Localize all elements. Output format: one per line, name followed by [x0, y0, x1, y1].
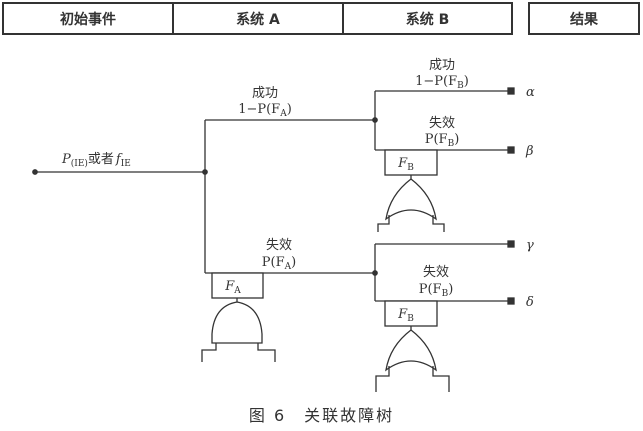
b-success-prob: 1−P(FB): [415, 74, 469, 91]
a-failure-prob: P(FA): [262, 255, 296, 272]
outcome-delta-marker: [507, 297, 515, 305]
header-label: 结果: [570, 11, 598, 28]
header-label: 初始事件: [60, 11, 116, 28]
outcome-alpha-label: α: [526, 85, 535, 100]
b-upper-failure-prob: P(FB): [425, 132, 460, 149]
or-gate-upper-icon: [385, 178, 437, 221]
outcome-delta-label: δ: [526, 295, 534, 310]
header-result: 结果: [528, 2, 640, 35]
gate-fa-box: [211, 272, 264, 299]
a-success-label: 成功: [252, 86, 278, 101]
b-lower-failure-label: 失效: [423, 265, 449, 280]
a-success-prob: 1−P(FA): [238, 102, 292, 119]
or-gate-lower-icon: [385, 329, 437, 372]
or-gate-upper-inputs: [377, 215, 445, 232]
start-node: [32, 169, 38, 175]
header-label: 系统 B: [405, 11, 450, 28]
b-success-label: 成功: [429, 58, 455, 73]
outcome-gamma-label: γ: [526, 238, 534, 253]
or-gate-lower-inputs: [375, 366, 450, 392]
b-lower-failure-prob: P(FB): [419, 282, 454, 299]
a-failure-label: 失效: [266, 238, 292, 253]
outcome-beta-label: β: [525, 144, 534, 159]
gate-fb-upper-box: [384, 149, 438, 176]
outcome-beta-marker: [507, 146, 515, 154]
header-label: 系统 A: [236, 11, 280, 28]
gate-fa-label: FA: [224, 279, 241, 296]
b-upper-failure-label: 失效: [429, 116, 455, 131]
header-initiating-event: 初始事件: [2, 2, 174, 35]
and-gate-inputs: [201, 343, 276, 362]
gate-fb-upper-label: FB: [397, 156, 414, 173]
figure-caption: 图 6 关联故障树: [248, 406, 395, 425]
gate-fb-lower-label: FB: [397, 307, 414, 324]
outcome-alpha-marker: [507, 87, 515, 95]
and-gate-icon: [211, 301, 263, 344]
header-system-b: 系统 B: [342, 2, 513, 35]
header-system-a: 系统 A: [172, 2, 344, 35]
outcome-gamma-marker: [507, 240, 515, 248]
